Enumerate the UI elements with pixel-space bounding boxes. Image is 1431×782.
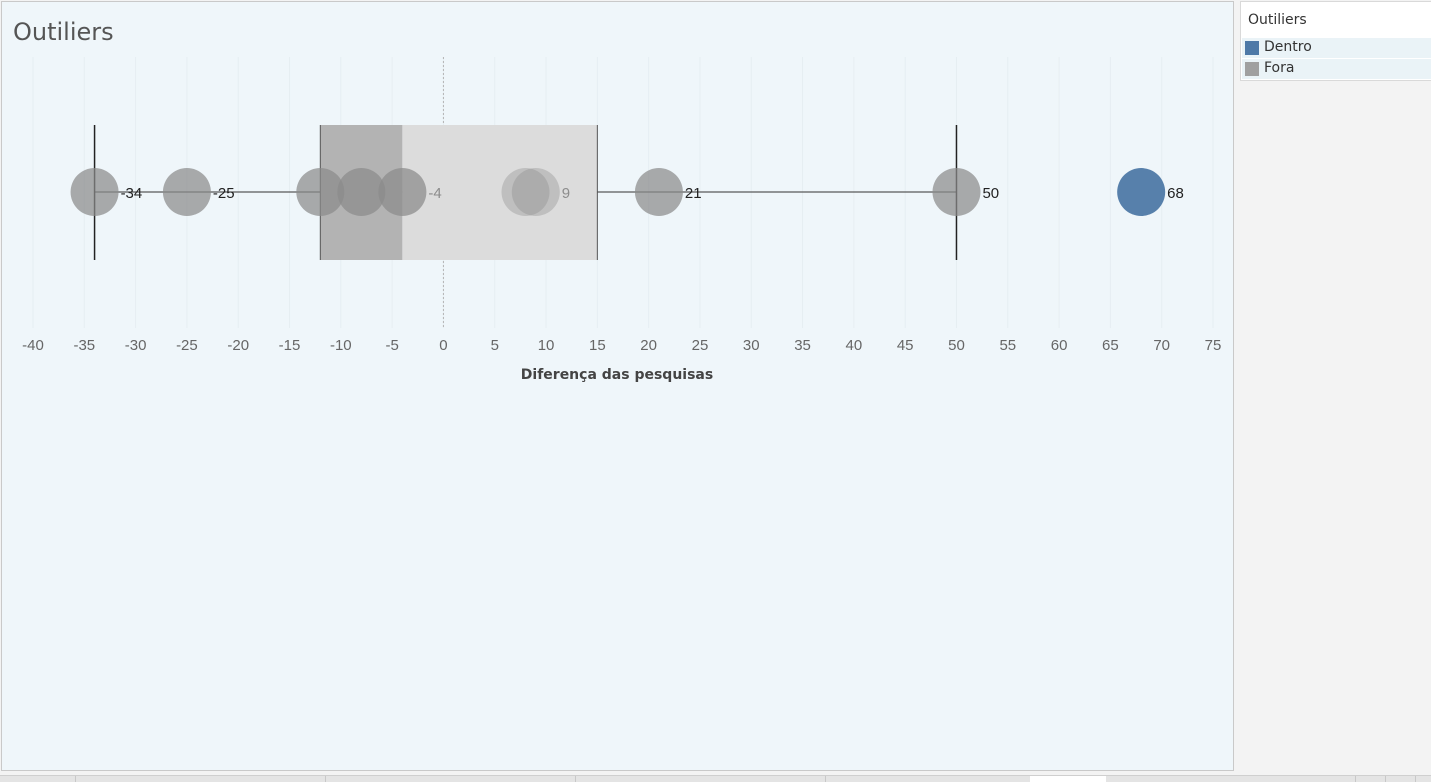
chart-title: Outiliers bbox=[13, 18, 114, 46]
data-point bbox=[337, 168, 386, 216]
x-tick-label: 40 bbox=[846, 337, 863, 354]
data-label: 50 bbox=[982, 185, 999, 202]
data-point bbox=[501, 168, 550, 216]
data-label: -4 bbox=[428, 185, 441, 202]
box-upper-half bbox=[402, 125, 598, 260]
data-point bbox=[634, 168, 683, 216]
legend-item-fora[interactable]: Fora bbox=[1242, 59, 1431, 79]
x-tick-label: -35 bbox=[73, 337, 95, 354]
x-tick-label: 5 bbox=[491, 337, 499, 354]
data-label: -25 bbox=[213, 185, 235, 202]
x-tick-label: 35 bbox=[794, 337, 811, 354]
legend-label-fora: Fora bbox=[1264, 60, 1295, 76]
x-tick-label: -5 bbox=[385, 337, 398, 354]
data-label: 9 bbox=[562, 185, 570, 202]
x-tick-label: 45 bbox=[897, 337, 914, 354]
sheet-tab-bar bbox=[0, 775, 1431, 782]
tab-separator bbox=[1415, 776, 1416, 782]
tab-separator bbox=[325, 776, 326, 782]
x-tick-label: 65 bbox=[1102, 337, 1119, 354]
legend-item-dentro[interactable]: Dentro bbox=[1242, 38, 1431, 58]
x-tick-label: 10 bbox=[538, 337, 555, 354]
x-tick-label: 50 bbox=[948, 337, 965, 354]
data-label: 68 bbox=[1167, 185, 1184, 202]
x-tick-label: 70 bbox=[1153, 337, 1170, 354]
data-label: -34 bbox=[121, 185, 143, 202]
tab-separator bbox=[575, 776, 576, 782]
box-plot-chart: -34 -25 -4 9 21 50 68 -40 -35 -30 -25 -20 -15 -10 -5 0 5… bbox=[22, 57, 1222, 383]
legend-label-dentro: Dentro bbox=[1264, 39, 1312, 55]
x-tick-label: 75 bbox=[1205, 337, 1222, 354]
legend: Outiliers Dentro Fora bbox=[1240, 1, 1431, 81]
x-axis-title: Diferença das pesquisas bbox=[521, 367, 713, 383]
data-point bbox=[162, 168, 211, 216]
tab-separator bbox=[75, 776, 76, 782]
data-point bbox=[296, 168, 345, 216]
x-tick-label: 20 bbox=[640, 337, 657, 354]
x-tick-label: 30 bbox=[743, 337, 760, 354]
x-tick-label: 25 bbox=[692, 337, 709, 354]
x-tick-label: -20 bbox=[227, 337, 249, 354]
data-point bbox=[70, 168, 119, 216]
tab-separator bbox=[1385, 776, 1386, 782]
legend-title: Outiliers bbox=[1248, 12, 1307, 28]
tab-separator bbox=[825, 776, 826, 782]
data-point bbox=[932, 168, 981, 216]
tab-separator bbox=[1355, 776, 1356, 782]
data-point bbox=[378, 168, 427, 216]
x-tick-label: -30 bbox=[125, 337, 147, 354]
x-tick-label: -10 bbox=[330, 337, 352, 354]
x-tick-label: 55 bbox=[999, 337, 1016, 354]
data-point bbox=[511, 168, 560, 216]
data-label: 21 bbox=[685, 185, 702, 202]
x-tick-label: -40 bbox=[22, 337, 44, 354]
x-tick-label: 60 bbox=[1051, 337, 1068, 354]
x-tick-label: 0 bbox=[439, 337, 447, 354]
legend-swatch-fora bbox=[1245, 62, 1259, 76]
x-tick-label: -15 bbox=[279, 337, 301, 354]
legend-swatch-dentro bbox=[1245, 41, 1259, 55]
x-tick-label: 15 bbox=[589, 337, 606, 354]
x-tick-label: -25 bbox=[176, 337, 198, 354]
data-point bbox=[1117, 168, 1166, 216]
sheet-tab-active[interactable] bbox=[1030, 776, 1106, 782]
